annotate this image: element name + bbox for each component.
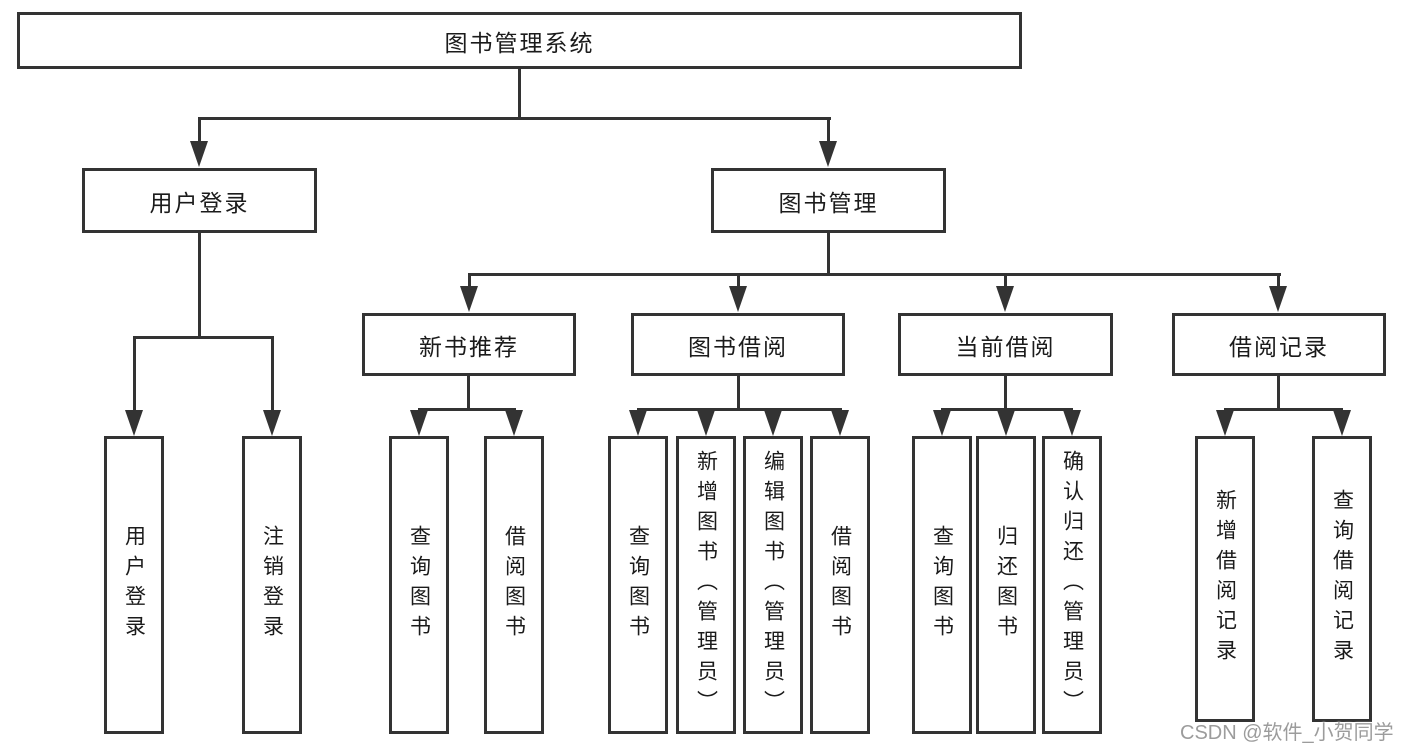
- node-label: 图书借阅: [688, 333, 788, 360]
- arrow-down-icon: [996, 286, 1014, 312]
- arrow-down-icon: [410, 410, 428, 436]
- connector-line: [827, 233, 830, 276]
- leaf-label: 归还图书: [994, 525, 1018, 645]
- node-current-borrow: 当前借阅: [898, 313, 1113, 376]
- arrow-down-icon: [1063, 410, 1081, 436]
- connector-line: [1277, 376, 1280, 411]
- arrow-down-icon: [729, 286, 747, 312]
- leaf-query-book-1: 查询图书: [389, 436, 449, 734]
- node-label: 当前借阅: [955, 333, 1056, 360]
- leaf-query-book-3: 查询图书: [912, 436, 972, 734]
- arrow-down-icon: [125, 410, 143, 436]
- leaf-label: 确认归还（管理员）: [1060, 450, 1084, 720]
- leaf-label: 新增借阅记录: [1213, 489, 1237, 669]
- leaf-logout: 注销登录: [242, 436, 302, 734]
- leaf-query-book-2: 查询图书: [608, 436, 668, 734]
- node-new-book-recommend: 新书推荐: [362, 313, 576, 376]
- connector-line: [1224, 408, 1343, 411]
- connector-line: [133, 336, 274, 339]
- connector-line: [737, 273, 740, 286]
- connector-line: [198, 117, 201, 141]
- arrow-down-icon: [1333, 410, 1351, 436]
- leaf-add-book-admin: 新增图书（管理员）: [676, 436, 736, 734]
- arrow-down-icon: [1216, 410, 1234, 436]
- arrow-down-icon: [1269, 286, 1287, 312]
- leaf-label: 借阅图书: [502, 525, 526, 645]
- leaf-label: 编辑图书（管理员）: [761, 450, 785, 720]
- connector-line: [637, 408, 842, 411]
- arrow-down-icon: [190, 141, 208, 167]
- connector-line: [518, 69, 521, 120]
- leaf-label: 查询图书: [626, 525, 650, 645]
- arrow-down-icon: [263, 410, 281, 436]
- connector-line: [198, 233, 201, 339]
- arrow-down-icon: [933, 410, 951, 436]
- arrow-down-icon: [831, 410, 849, 436]
- connector-line: [1004, 376, 1007, 411]
- leaf-label: 借阅图书: [828, 525, 852, 645]
- node-book-borrow: 图书借阅: [631, 313, 845, 376]
- leaf-label: 用户登录: [122, 525, 146, 645]
- connector-line: [827, 117, 830, 141]
- connector-line: [418, 408, 516, 411]
- leaf-confirm-return-admin: 确认归还（管理员）: [1042, 436, 1102, 734]
- connector-line: [198, 117, 831, 120]
- leaf-label: 查询图书: [407, 525, 431, 645]
- connector-line: [468, 273, 1281, 276]
- node-label: 图书管理系统: [444, 29, 595, 56]
- node-library-system: 图书管理系统: [17, 12, 1022, 69]
- leaf-add-borrow-record: 新增借阅记录: [1195, 436, 1255, 722]
- arrow-down-icon: [505, 410, 523, 436]
- leaf-borrow-book-1: 借阅图书: [484, 436, 544, 734]
- connector-line: [737, 376, 740, 411]
- arrow-down-icon: [997, 410, 1015, 436]
- node-borrow-record: 借阅记录: [1172, 313, 1386, 376]
- node-label: 新书推荐: [419, 333, 519, 360]
- connector-line: [467, 376, 470, 411]
- leaf-label: 查询图书: [930, 525, 954, 645]
- watermark-text: CSDN @软件_小贺同学: [1180, 722, 1394, 744]
- node-label: 借阅记录: [1229, 333, 1329, 360]
- leaf-return-book: 归还图书: [976, 436, 1036, 734]
- leaf-label: 查询借阅记录: [1330, 489, 1354, 669]
- leaf-label: 注销登录: [260, 525, 284, 645]
- arrow-down-icon: [460, 286, 478, 312]
- connector-line: [941, 408, 1073, 411]
- arrow-down-icon: [629, 410, 647, 436]
- arrow-down-icon: [819, 141, 837, 167]
- node-book-management: 图书管理: [711, 168, 946, 233]
- arrow-down-icon: [697, 410, 715, 436]
- arrow-down-icon: [764, 410, 782, 436]
- leaf-query-borrow-record: 查询借阅记录: [1312, 436, 1372, 722]
- connector-line: [1004, 273, 1007, 286]
- leaf-edit-book-admin: 编辑图书（管理员）: [743, 436, 803, 734]
- node-label: 用户登录: [149, 189, 250, 216]
- node-label: 图书管理: [778, 189, 879, 216]
- leaf-borrow-book-2: 借阅图书: [810, 436, 870, 734]
- connector-line: [271, 336, 274, 410]
- connector-line: [1277, 273, 1280, 286]
- leaf-user-login: 用户登录: [104, 436, 164, 734]
- connector-line: [133, 336, 136, 410]
- node-user-login: 用户登录: [82, 168, 317, 233]
- connector-line: [468, 273, 471, 286]
- leaf-label: 新增图书（管理员）: [694, 450, 718, 720]
